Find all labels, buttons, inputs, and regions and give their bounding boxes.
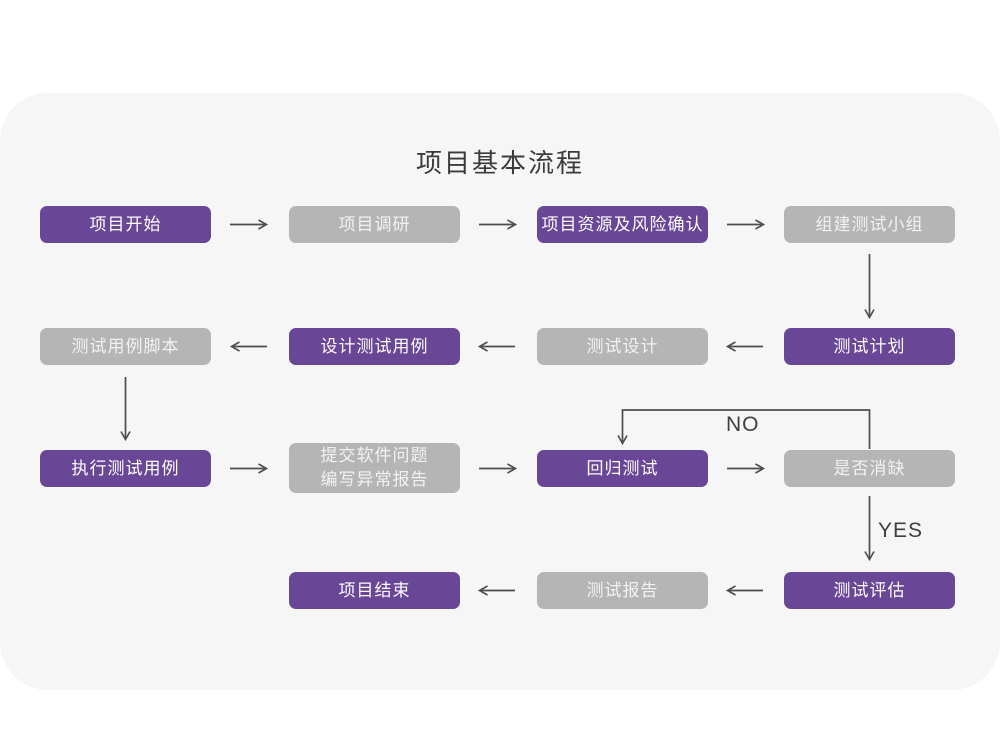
flow-node-test-case-script: 测试用例脚本 [40, 328, 211, 365]
flow-node-resource-risk-confirm: 项目资源及风险确认 [537, 206, 708, 243]
flow-node-submit-issue-report: 提交软件问题 编写异常报告 [289, 443, 460, 493]
flow-node-defect-cleared: 是否消缺 [784, 450, 955, 487]
flow-node-execute-test-cases: 执行测试用例 [40, 450, 211, 487]
flow-node-test-evaluation: 测试评估 [784, 572, 955, 609]
flow-node-regression-test: 回归测试 [537, 450, 708, 487]
flow-node-test-plan: 测试计划 [784, 328, 955, 365]
edge-label-yes: YES [878, 519, 924, 542]
flow-node-design-test-cases: 设计测试用例 [289, 328, 460, 365]
flow-node-project-end: 项目结束 [289, 572, 460, 609]
flow-node-test-design: 测试设计 [537, 328, 708, 365]
flowchart-title: 项目基本流程 [415, 148, 584, 178]
flow-node-build-test-team: 组建测试小组 [784, 206, 955, 243]
flow-node-project-research: 项目调研 [289, 206, 460, 243]
edge-label-no: NO [726, 413, 760, 436]
flow-node-project-start: 项目开始 [40, 206, 211, 243]
flow-node-test-report: 测试报告 [537, 572, 708, 609]
